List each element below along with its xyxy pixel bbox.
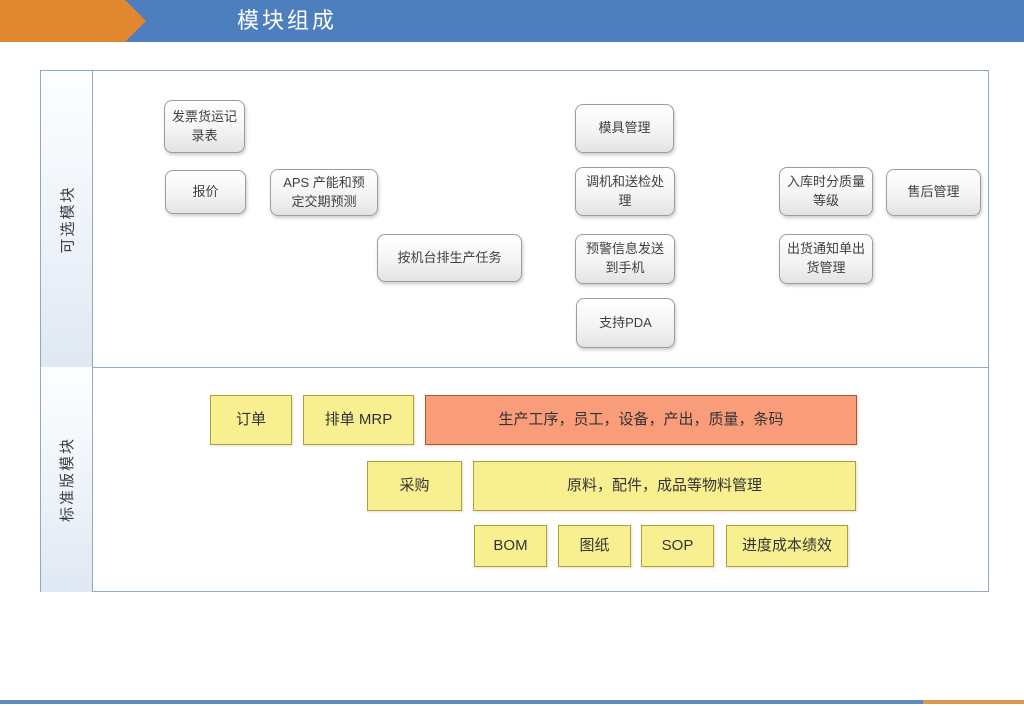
section-label-optional: 可选模块 bbox=[41, 71, 93, 367]
box-after-sales-management: 售后管理 bbox=[886, 169, 981, 216]
header-arrow-shape bbox=[0, 0, 146, 42]
box-shipping-notice-management: 出货通知单出货管理 bbox=[779, 234, 873, 284]
box-order: 订单 bbox=[210, 395, 292, 445]
box-pda-support: 支持PDA bbox=[576, 298, 675, 348]
section-label-standard-text: 标准版模块 bbox=[59, 436, 77, 523]
box-aps-capacity-forecast: APS 产能和预定交期预测 bbox=[270, 169, 378, 216]
module-diagram: 可选模块 标准版模块 发票货运记录表 报价 APS 产能和预定交期预测 按机台排… bbox=[40, 70, 989, 592]
footer-bar-orange bbox=[923, 700, 1024, 704]
box-machine-task-scheduling: 按机台排生产任务 bbox=[377, 234, 522, 282]
section-label-optional-text: 可选模块 bbox=[59, 184, 77, 254]
box-alert-to-mobile: 预警信息发送到手机 bbox=[575, 234, 675, 284]
footer-bar-blue bbox=[0, 700, 923, 704]
section-divider bbox=[41, 367, 988, 368]
section-label-standard: 标准版模块 bbox=[41, 367, 93, 592]
box-warehouse-quality-grading: 入库时分质量等级 bbox=[779, 167, 873, 216]
box-progress-cost-kpi: 进度成本绩效 bbox=[726, 525, 848, 567]
box-mold-management: 模具管理 bbox=[575, 104, 674, 153]
box-bom: BOM bbox=[474, 525, 547, 567]
page-title: 模块组成 bbox=[237, 8, 338, 33]
box-material-management: 原料，配件，成品等物料管理 bbox=[473, 461, 856, 511]
header-bar bbox=[0, 0, 1024, 42]
box-purchasing: 采购 bbox=[367, 461, 462, 511]
box-mrp-scheduling: 排单 MRP bbox=[303, 395, 414, 445]
box-production-process: 生产工序，员工，设备，产出，质量，条码 bbox=[425, 395, 857, 445]
box-drawings: 图纸 bbox=[558, 525, 631, 567]
box-invoice-shipping-record: 发票货运记录表 bbox=[164, 100, 245, 153]
box-sop: SOP bbox=[641, 525, 714, 567]
box-machine-setup-inspection: 调机和送检处理 bbox=[575, 167, 675, 216]
box-quotation: 报价 bbox=[165, 170, 246, 214]
